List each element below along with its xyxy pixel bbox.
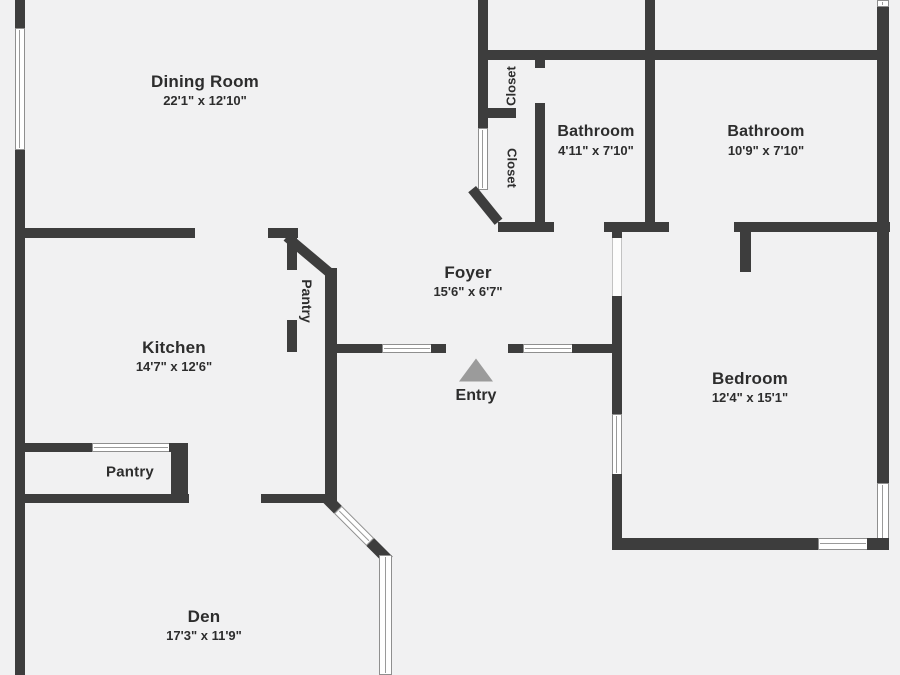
room-name: Pantry [106,463,154,481]
wall [325,344,383,353]
wall [572,344,622,353]
room-dims: 14'7" x 12'6" [135,359,213,374]
wall [867,538,889,550]
wall-diagonal [468,186,503,225]
room-name: Foyer [444,263,492,282]
room-label-entry: Entry [455,387,497,404]
window [382,344,432,353]
room-label-bedroom: Bedroom 12'4" x 15'1" [712,368,788,406]
door-opening [612,238,622,296]
wall [612,296,622,416]
wall [15,494,189,503]
window [333,505,375,547]
room-label-kitchen: Kitchen 14'7" x 12'6" [136,337,212,375]
room-label-pantry-lower: Pantry [106,462,154,483]
wall [325,268,337,503]
room-name: Den [187,607,221,626]
wall [15,443,93,452]
wall [15,228,195,238]
wall [877,7,889,230]
room-label-pantry-upper: Pantry [299,279,315,323]
wall-diagonal [321,493,393,565]
room-name: Bedroom [711,369,789,388]
wall [604,222,669,232]
wall [15,150,25,675]
wall [478,0,488,128]
room-dims: 10'9" x 7'10" [727,143,805,158]
window [523,344,573,353]
window [612,414,622,475]
room-name: Dining Room [151,72,259,91]
room-name: Kitchen [142,338,206,357]
wall [612,230,622,238]
wall [431,344,446,353]
room-dims: 22'1" x 12'10" [163,93,247,108]
wall [612,474,622,550]
wall [171,443,188,503]
wall [508,344,524,353]
wall [535,50,545,68]
room-label-den: Den 17'3" x 11'9" [166,606,242,644]
wall [734,222,890,232]
wall [268,228,298,238]
wall [612,538,819,550]
wall [498,222,554,232]
room-label-bathroom-small: Bathroom 4'11" x 7'10" [557,121,634,159]
window [818,538,868,550]
wall [261,494,336,503]
wall [877,230,889,484]
room-label-closet-upper: Closet [503,66,519,106]
wall [740,232,751,272]
wall [483,50,889,60]
window [877,0,889,7]
wall [15,0,25,28]
entry-direction-icon [459,358,493,382]
room-label-dining: Dining Room 22'1" x 12'10" [151,71,259,109]
room-label-bathroom-large: Bathroom 10'9" x 7'10" [727,121,804,159]
room-name: Bathroom [727,123,805,140]
window [92,443,170,452]
room-dims: 4'11" x 7'10" [558,143,634,158]
window [478,128,488,190]
window [877,483,889,540]
window [379,555,392,675]
room-label-closet-lower: Closet [504,148,520,188]
wall [535,103,545,223]
room-name: Bathroom [557,123,635,140]
room-dims: 12'4" x 15'1" [711,390,789,405]
wall [645,0,655,230]
window [15,28,25,150]
room-dims: 15'6" x 6'7" [433,284,503,299]
wall [287,320,297,352]
room-label-foyer: Foyer 15'6" x 6'7" [433,262,502,300]
room-dims: 17'3" x 11'9" [166,628,242,643]
wall [478,108,516,118]
wall [287,232,297,270]
